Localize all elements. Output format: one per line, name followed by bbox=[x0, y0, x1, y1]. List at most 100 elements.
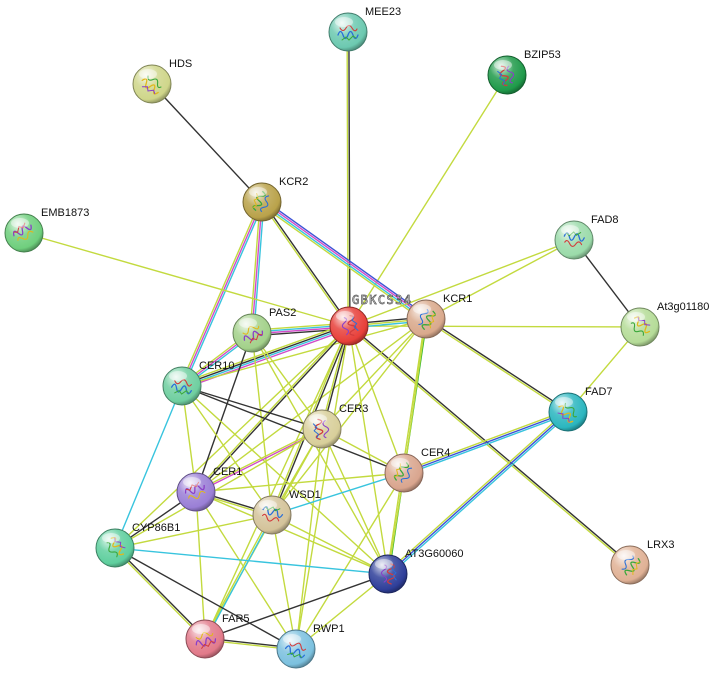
edge-kcr1-cer4 bbox=[403, 318, 427, 474]
edge-evidence-line bbox=[181, 201, 263, 387]
sphere-highlight bbox=[413, 304, 431, 314]
sphere-highlight bbox=[494, 60, 512, 70]
node-lrx3[interactable]: LRX3 bbox=[610, 539, 675, 585]
edge-cer1-at3g60060 bbox=[195, 491, 389, 575]
node-kcr1[interactable]: KCR1 bbox=[406, 293, 472, 339]
node-cer1[interactable]: CER1 bbox=[176, 466, 242, 512]
edge-cer1-far5 bbox=[195, 491, 206, 640]
node-label: AT3G60060 bbox=[405, 548, 464, 560]
edge-evidence-line bbox=[181, 385, 405, 474]
sphere-highlight bbox=[375, 559, 393, 569]
edge-evidence-line bbox=[23, 232, 350, 327]
edge-evidence-line bbox=[386, 318, 426, 575]
edge-evidence-line bbox=[295, 472, 405, 650]
edge-evidence-line bbox=[114, 547, 389, 575]
edge-evidence-line bbox=[182, 202, 265, 388]
edge-evidence-line bbox=[271, 472, 405, 516]
sphere-highlight bbox=[309, 414, 327, 424]
node-pas2[interactable]: PAS2 bbox=[232, 307, 296, 353]
node-cer4[interactable]: CER4 bbox=[384, 447, 450, 493]
protein-node-sphere bbox=[185, 619, 225, 659]
edge-evidence-line bbox=[271, 514, 389, 575]
edge-evidence-line bbox=[348, 325, 389, 575]
edge-evidence-line bbox=[348, 324, 632, 565]
sphere-highlight bbox=[139, 69, 157, 79]
edge-cer10-at3g60060 bbox=[181, 385, 389, 575]
node-label: GBKCS34 bbox=[352, 293, 412, 307]
protein-node-sphere bbox=[368, 554, 408, 594]
edge-cyp86b1-wsd1 bbox=[114, 514, 273, 549]
edge-evidence-line bbox=[195, 491, 206, 640]
edge-cer3-rwp1 bbox=[295, 428, 323, 650]
edge-evidence-line bbox=[181, 318, 427, 387]
sphere-highlight bbox=[335, 17, 353, 27]
edge-evidence-line bbox=[253, 201, 265, 334]
protein-structure-icon bbox=[184, 481, 206, 500]
sphere-highlight bbox=[192, 624, 210, 634]
edge-at3g01180-gbkcs34 bbox=[348, 325, 641, 328]
protein-node-sphere bbox=[610, 545, 650, 585]
edge-pas2-at3g60060 bbox=[251, 332, 389, 575]
node-fad8[interactable]: FAD8 bbox=[554, 214, 619, 260]
edge-hds-kcr2 bbox=[151, 83, 263, 203]
edge-kcr1-cer10 bbox=[181, 318, 427, 387]
edge-evidence-line bbox=[114, 428, 323, 549]
edge-evidence-line bbox=[114, 547, 297, 650]
node-hds[interactable]: HDS bbox=[132, 58, 192, 104]
node-cyp86b1[interactable]: CYP86B1 bbox=[95, 522, 180, 568]
edge-gbkcs34-at3g60060 bbox=[348, 325, 389, 575]
protein-node-sphere bbox=[95, 528, 135, 568]
node-emb1873[interactable]: EMB1873 bbox=[4, 207, 89, 253]
protein-structure-icon bbox=[12, 222, 34, 241]
node-label: CER3 bbox=[339, 403, 368, 415]
node-cer10[interactable]: CER10 bbox=[162, 360, 234, 406]
edge-evidence-line bbox=[114, 325, 350, 549]
node-cer3[interactable]: CER3 bbox=[302, 403, 368, 449]
edge-gbkcs34-cer1 bbox=[194, 324, 351, 494]
edge-evidence-line bbox=[195, 472, 405, 493]
edge-evidence-line bbox=[203, 513, 272, 640]
edge-evidence-line bbox=[113, 548, 206, 641]
edge-fad7-at3g60060 bbox=[386, 409, 570, 577]
edge-kcr1-fad7 bbox=[424, 317, 570, 414]
node-at3g60060[interactable]: AT3G60060 bbox=[368, 548, 464, 594]
node-far5[interactable]: FAR5 bbox=[185, 613, 250, 659]
protein-structure-icon bbox=[497, 65, 515, 87]
protein-structure-icon bbox=[563, 231, 585, 247]
node-label: PAS2 bbox=[269, 307, 296, 319]
node-at3g01180[interactable]: At3g01180 bbox=[620, 301, 709, 347]
protein-structure-icon bbox=[557, 402, 577, 423]
protein-node-sphere bbox=[487, 55, 527, 95]
edge-gbkcs34-cyp86b1 bbox=[114, 325, 350, 549]
edge-evidence-line bbox=[179, 200, 261, 386]
edge-cer10-cyp86b1 bbox=[114, 385, 183, 549]
edge-evidence-line bbox=[295, 325, 350, 650]
protein-structure-icon bbox=[380, 563, 397, 585]
edge-fad7-cer4 bbox=[402, 409, 570, 476]
protein-structure-icon bbox=[621, 555, 641, 576]
node-fad7[interactable]: FAD7 bbox=[548, 386, 613, 432]
edge-evidence-line bbox=[403, 318, 427, 474]
edge-evidence-line bbox=[271, 514, 297, 650]
protein-structure-icon bbox=[141, 75, 162, 95]
protein-structure-icon bbox=[341, 314, 359, 336]
node-kcr2[interactable]: KCR2 bbox=[242, 176, 308, 222]
node-gbkcs34[interactable]: GBKCS34 bbox=[329, 293, 412, 346]
protein-structure-icon bbox=[312, 418, 330, 440]
node-bzip53[interactable]: BZIP53 bbox=[487, 49, 561, 95]
node-label: BZIP53 bbox=[524, 49, 561, 61]
edge-evidence-line bbox=[195, 325, 351, 494]
node-wsd1[interactable]: WSD1 bbox=[252, 489, 321, 535]
node-mee23[interactable]: MEE23 bbox=[328, 6, 401, 52]
edge-evidence-line bbox=[181, 385, 273, 516]
protein-structure-icon bbox=[630, 316, 651, 336]
edge-evidence-line bbox=[251, 201, 263, 334]
node-label: CER4 bbox=[421, 447, 450, 459]
edge-evidence-line bbox=[425, 317, 570, 412]
sphere-highlight bbox=[391, 458, 409, 468]
node-rwp1[interactable]: RWP1 bbox=[276, 623, 345, 669]
node-label: At3g01180 bbox=[657, 301, 709, 313]
sphere-highlight bbox=[561, 225, 579, 235]
edge-evidence-line bbox=[204, 573, 389, 640]
